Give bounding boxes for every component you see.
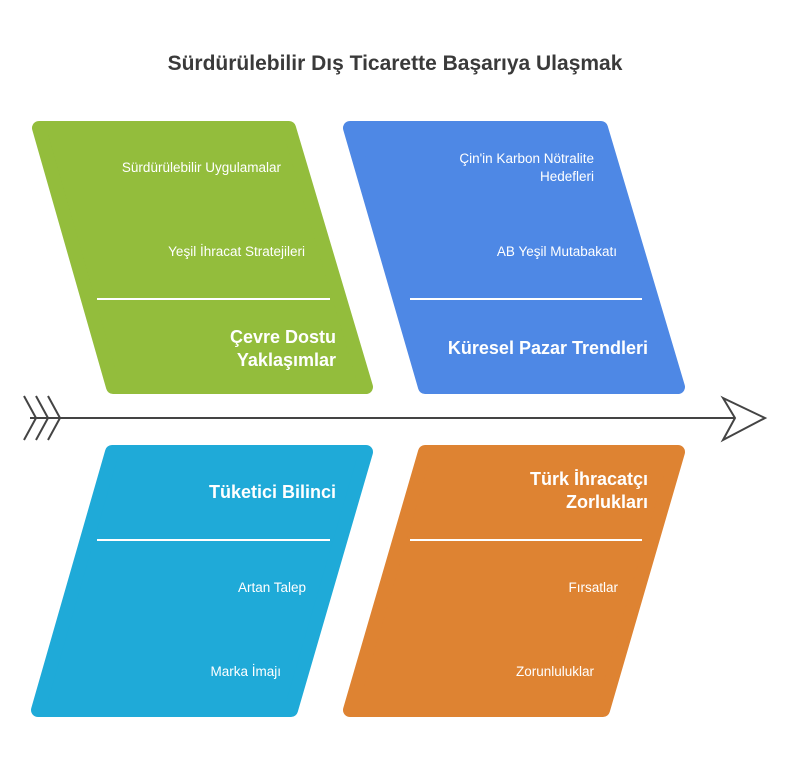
cause-item: Fırsatlar xyxy=(568,580,618,595)
category-title: Çevre Dostu Yaklaşımlar xyxy=(229,327,336,370)
divider xyxy=(410,298,642,300)
tail-chevron-icon xyxy=(23,395,38,441)
arrow-head-icon xyxy=(720,395,768,443)
category-box-blue xyxy=(343,121,685,394)
cause-item: Marka İmajı xyxy=(210,664,281,679)
diagram-title: Sürdürülebilir Dış Ticarette Başarıya Ul… xyxy=(167,52,623,75)
divider xyxy=(410,539,642,541)
cause-item: Yeşil İhracat Stratejileri xyxy=(168,244,305,259)
divider xyxy=(97,298,330,300)
cause-item: Sürdürülebilir Uygulamalar xyxy=(121,160,281,175)
cause-item: AB Yeşil Mutabakatı xyxy=(496,244,617,259)
divider xyxy=(97,539,330,541)
category-box-cyan xyxy=(31,445,373,717)
category-title: Tüketici Bilinci xyxy=(208,482,336,502)
cause-item: Zorunluluklar xyxy=(515,664,594,679)
category-box-green xyxy=(32,121,373,394)
category-title: Küresel Pazar Trendleri xyxy=(447,338,648,358)
cause-item: Çin'in Karbon Nötralite Hedefleri xyxy=(459,151,594,184)
category-box-orange xyxy=(343,445,685,717)
category-title: Türk İhracatçı Zorlukları xyxy=(529,469,648,512)
spine xyxy=(23,395,768,443)
cause-item: Artan Talep xyxy=(237,580,306,595)
tail-chevron-icon xyxy=(35,395,50,441)
tail-chevron-icon xyxy=(47,395,62,441)
